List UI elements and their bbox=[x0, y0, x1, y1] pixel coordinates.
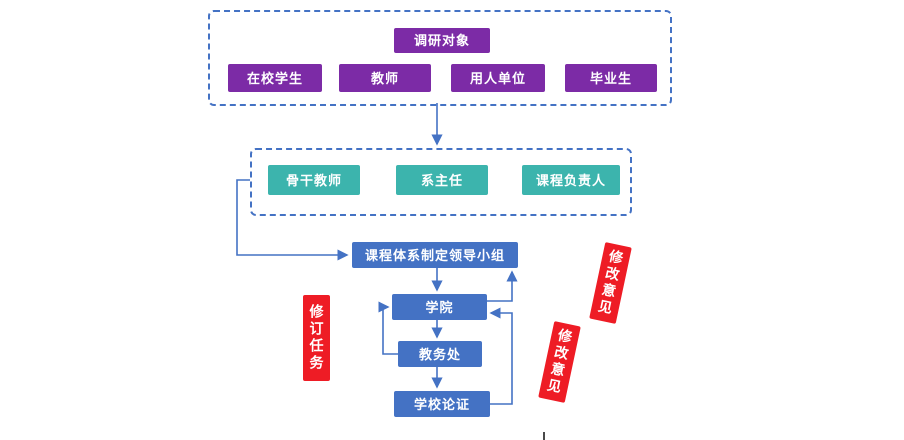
node-survey-target: 调研对象 bbox=[394, 28, 490, 53]
node-course-leader: 课程负责人 bbox=[522, 165, 620, 195]
node-graduates: 毕业生 bbox=[565, 64, 657, 92]
committee-group bbox=[250, 148, 632, 216]
node-employers: 用人单位 bbox=[451, 64, 545, 92]
node-department-head: 系主任 bbox=[396, 165, 488, 195]
label-revision-task: 修订任务 bbox=[303, 295, 330, 381]
survey-target-group bbox=[208, 10, 672, 106]
node-backbone-teachers: 骨干教师 bbox=[268, 165, 360, 195]
node-academic-affairs: 教务处 bbox=[398, 341, 482, 367]
stray-mark bbox=[543, 432, 545, 440]
node-leading-group: 课程体系制定领导小组 bbox=[352, 242, 518, 268]
node-teachers: 教师 bbox=[339, 64, 431, 92]
node-college: 学院 bbox=[392, 294, 487, 320]
node-school-review: 学校论证 bbox=[394, 391, 490, 417]
node-current-students: 在校学生 bbox=[228, 64, 322, 92]
